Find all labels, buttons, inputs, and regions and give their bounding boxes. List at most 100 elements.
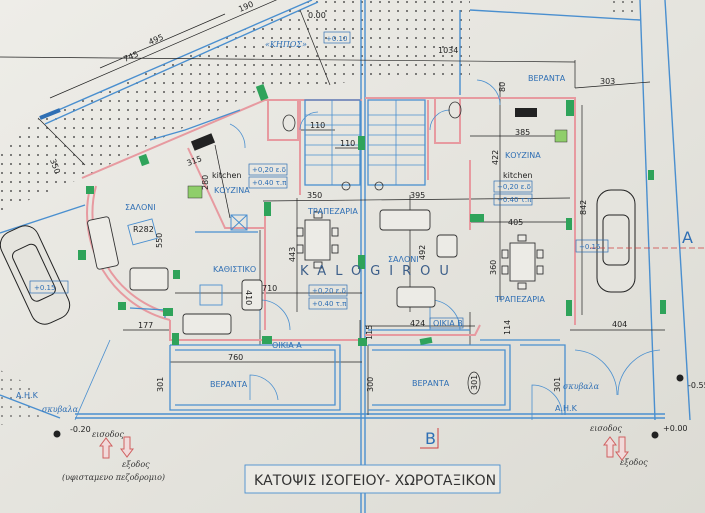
section-a-label: A (682, 228, 693, 247)
armchair-icon (241, 279, 263, 311)
arrow-down-icon (615, 436, 629, 461)
dim-1034: 1034 (438, 46, 458, 55)
entry-exit-arrows (99, 436, 629, 461)
walls-pink (81, 97, 576, 341)
fridge-icon (230, 214, 248, 231)
dim-550: 550 (155, 233, 164, 248)
dining-a-floor-level: +0,20 ε.δ (312, 287, 346, 295)
watermark-logo: KALOGIROU (300, 264, 458, 279)
veranda-top-label: ΒΕΡΑΝΤΑ (528, 74, 566, 83)
dim-410: 410 (244, 290, 253, 305)
dining-a-ceiling-level: +0.40 τ.π (312, 300, 347, 308)
radius-r282: R282 (133, 225, 154, 234)
sofa-icon (129, 267, 169, 291)
house-a-label: ΟΙΚΙΑ Α (272, 341, 302, 350)
sofa-icon (396, 286, 436, 308)
dim-301-a: 301 (156, 377, 165, 392)
toilet-icon (282, 114, 296, 132)
coffee-table-icon (127, 218, 158, 246)
dim-492: 492 (418, 245, 427, 260)
dim-424: 424 (410, 319, 425, 328)
dim-842: 842 (579, 200, 588, 215)
sofa-icon (182, 313, 232, 335)
exit-left-label: εξοδος (122, 460, 150, 469)
arrow-up-icon (603, 436, 617, 458)
dim-443: 443 (288, 247, 297, 262)
dim-710: 710 (262, 284, 277, 293)
garden-label: «ΚΗΠΟΣ» (265, 40, 307, 49)
kitchen-a-label: ΚΟΥΖΙΝΑ (214, 186, 250, 195)
sink-icon (187, 185, 203, 199)
parking-right-level: +0.15 (579, 243, 600, 251)
garden-hatch-right (610, 0, 640, 18)
section-b-marker (420, 428, 439, 449)
salon-b-label: ΣΑΛΟΝΙ (388, 255, 419, 264)
kitchen-b-en: kitchen (503, 171, 532, 180)
dim-760: 760 (228, 353, 243, 362)
waste-a-label: σκυβαλα (42, 405, 79, 414)
dim-404: 404 (612, 320, 627, 329)
section-b-label: B (425, 429, 436, 448)
dim-301-b1: 301 (470, 375, 479, 390)
veranda-a-label: ΒΕΡΑΝΤΑ (210, 380, 248, 389)
salon-a-label: ΣΑΛΟΝΙ (125, 203, 156, 212)
doors (74, 79, 661, 421)
garden-hatch (0, 0, 470, 212)
level-plus-0-10: +0.10 (326, 35, 347, 43)
level-0-00: 0.00 (308, 11, 326, 20)
parking-left-level: +0.15 (34, 284, 55, 292)
hob-icon (515, 108, 537, 117)
coffee-table-icon (199, 284, 223, 306)
title-box (244, 464, 501, 494)
dim-385: 385 (515, 128, 530, 137)
arrow-up-icon (99, 437, 113, 459)
columns (78, 84, 666, 346)
veranda-b-label: ΒΕΡΑΝΤΑ (412, 379, 450, 388)
level-minus-0-55: -0.55 (688, 381, 705, 390)
kitchen-b-label: ΚΟΥΖΙΝΑ (505, 151, 541, 160)
stair-post (341, 181, 351, 191)
dim-110-a: 110 (310, 121, 325, 130)
dim-395: 395 (410, 191, 425, 200)
dim-280: 280 (201, 175, 210, 190)
dim-177: 177 (138, 321, 153, 330)
armchair-icon (436, 234, 458, 258)
dim-80: 80 (498, 82, 507, 92)
walls-blue (129, 99, 566, 415)
exit-right-label: εξοδος (620, 458, 648, 467)
level-marker-icon (53, 430, 61, 438)
ahk-a-label: Α.Η.Κ (16, 391, 39, 400)
kitchen-b-ceiling-level: +0.40 τ.π (497, 196, 532, 204)
sink-icon (554, 129, 568, 143)
entrance-left-label: εισοδος (92, 430, 124, 439)
sitting-a-label: ΚΑΘΙΣΤΙΚΟ (213, 265, 256, 274)
pavement-note: (υφισταμενο πεζοδρομιο) (62, 473, 165, 482)
boundary-marker (39, 108, 61, 120)
ahk-b-label: Α.Η.Κ (555, 404, 578, 413)
waste-b-label: σκυβαλα (563, 382, 600, 391)
kitchen-a-floor-level: +0,20 ε.δ (252, 166, 286, 174)
dining-b-label: ΤΡΑΠΕΖΑΡΙΑ (494, 295, 545, 304)
stairs (305, 100, 425, 185)
entrance-right-label: εισοδος (590, 424, 622, 433)
dining-a-label: ΤΡΑΠΕΖΑΡΙΑ (307, 207, 358, 216)
arrow-down-icon (120, 436, 134, 458)
dim-114: 114 (503, 320, 512, 335)
dim-303: 303 (600, 77, 615, 86)
kitchen-fixtures (187, 101, 568, 231)
level-marker-icon (651, 431, 659, 439)
dining-table-icon (509, 242, 536, 282)
level-minus-0-20: -0.20 (70, 425, 91, 434)
dim-360: 360 (489, 260, 498, 275)
furniture (87, 209, 544, 335)
level-plus-0-00: +0.00 (663, 424, 688, 433)
level-marker-icon (676, 374, 684, 382)
hob-icon (190, 133, 216, 151)
dim-350-a: 350 (307, 191, 322, 200)
dim-300: 300 (366, 377, 375, 392)
sofa-icon (87, 216, 119, 270)
car-icon (596, 189, 636, 293)
dim-110-b: 110 (340, 139, 355, 148)
dimension-lines (0, 0, 665, 415)
